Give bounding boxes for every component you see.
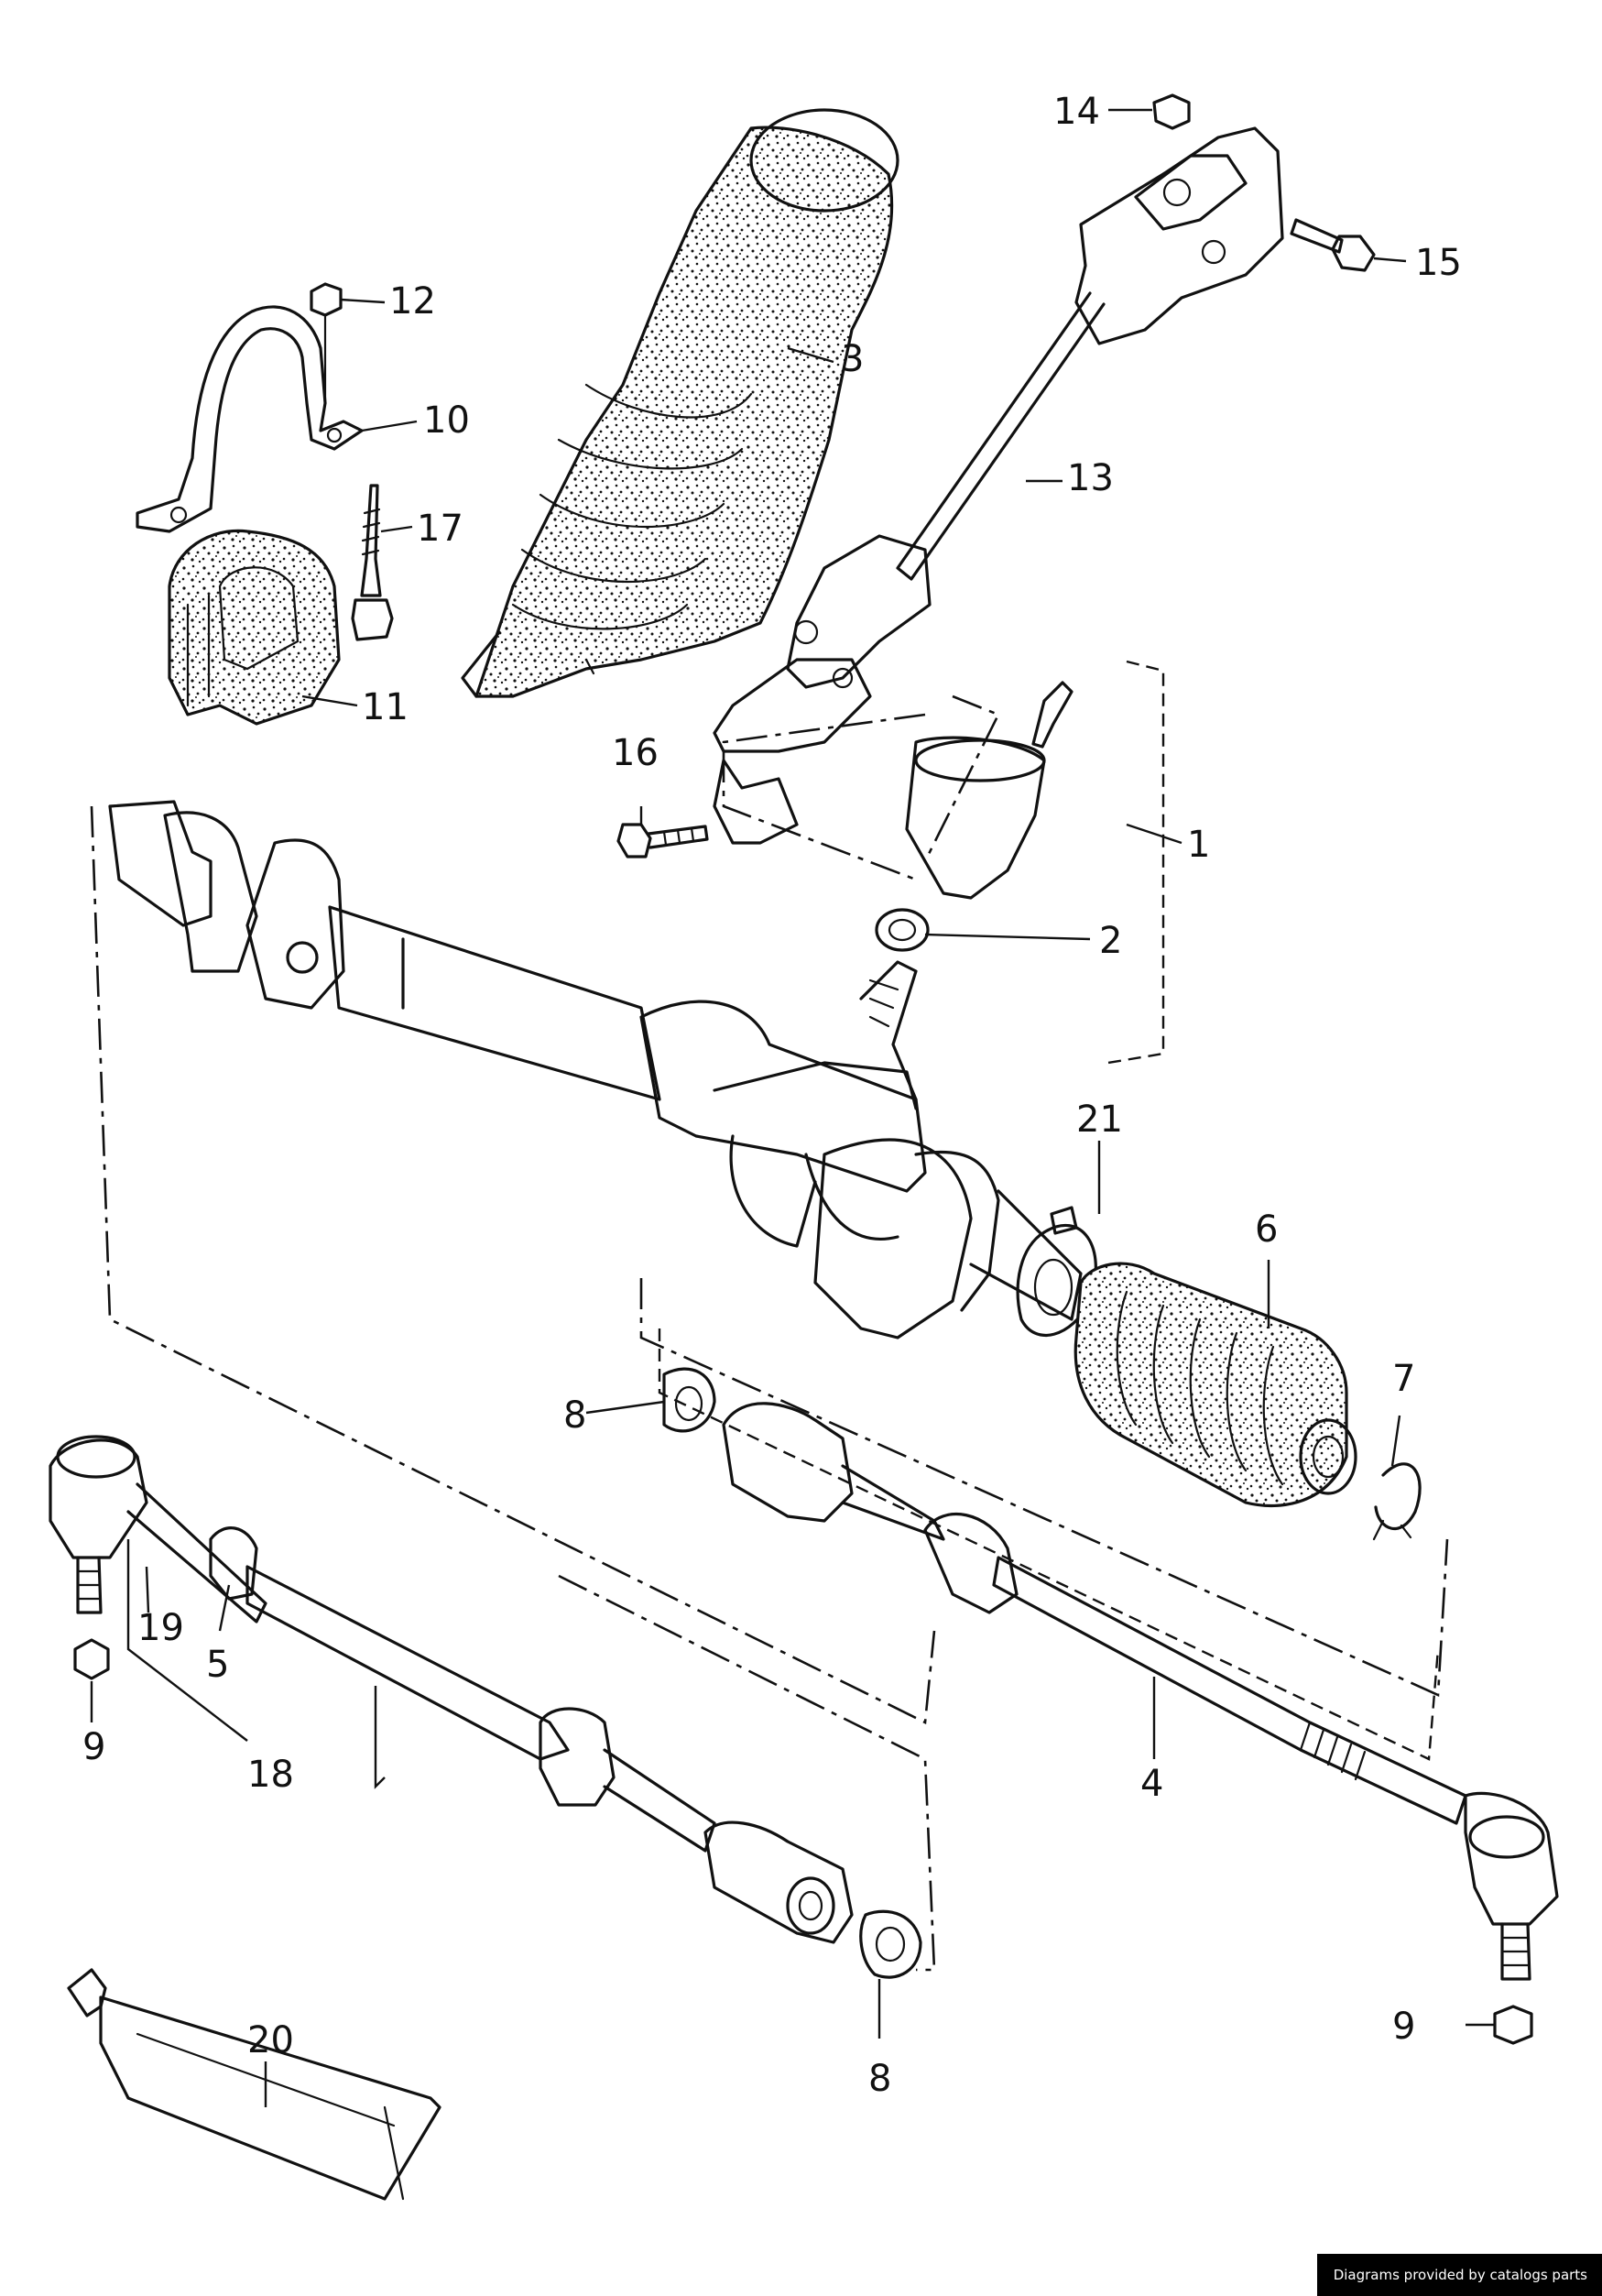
tie-rod-assembly-part-18 xyxy=(49,1435,854,1944)
valve-housing-part-1 xyxy=(905,681,1073,900)
credit-banner: Diagrams provided by catalogs parts xyxy=(1316,2254,1602,2296)
bushing-part-11 xyxy=(168,529,341,726)
label-7: 7 xyxy=(1392,1358,1415,1400)
label-20: 20 xyxy=(247,2019,294,2061)
label-8-upper: 8 xyxy=(563,1394,586,1437)
label-11: 11 xyxy=(362,686,409,728)
label-10: 10 xyxy=(423,399,470,442)
label-18: 18 xyxy=(247,1754,294,1796)
tie-rod-part-4 xyxy=(722,1402,1559,1981)
clamp-part-10 xyxy=(136,305,364,533)
label-14: 14 xyxy=(1053,91,1100,133)
label-3: 3 xyxy=(841,338,864,380)
label-2: 2 xyxy=(1099,920,1122,962)
label-8-lower: 8 xyxy=(868,2058,891,2100)
nut-part-14 xyxy=(1152,93,1191,130)
stud-bolt-part-17 xyxy=(351,484,394,641)
lock-nut-part-8-lower xyxy=(859,1909,922,1979)
steering-shaft-part-13 xyxy=(713,126,1284,845)
grease-tube-part-20 xyxy=(67,1968,441,2201)
label-9-left: 9 xyxy=(82,1726,105,1768)
label-21: 21 xyxy=(1076,1099,1123,1141)
label-19: 19 xyxy=(137,1607,184,1649)
nut-part-9-left xyxy=(73,1638,110,1680)
assembly-boundary-lines xyxy=(90,660,1449,1972)
bolt-part-15 xyxy=(1290,218,1376,272)
leader-lines xyxy=(90,108,1495,2107)
rack-boot-part-6 xyxy=(1073,1262,1357,1508)
clamp-ring-part-21 xyxy=(1016,1206,1097,1337)
nut-part-12 xyxy=(310,282,343,405)
nut-part-9-right xyxy=(1493,2005,1533,2045)
boot-part-3 xyxy=(461,108,899,698)
label-17: 17 xyxy=(417,508,463,550)
label-16: 16 xyxy=(612,732,659,774)
label-1: 1 xyxy=(1187,824,1210,866)
label-9-right: 9 xyxy=(1392,2006,1415,2048)
label-6: 6 xyxy=(1255,1208,1278,1251)
label-4: 4 xyxy=(1140,1763,1163,1805)
label-15: 15 xyxy=(1415,242,1462,284)
label-13: 13 xyxy=(1067,457,1114,499)
circlip-part-7 xyxy=(1372,1462,1422,1541)
label-12: 12 xyxy=(389,280,436,323)
lock-nut-part-8-upper xyxy=(662,1367,716,1433)
bolt-part-16 xyxy=(616,823,709,858)
part-number-labels: 14 15 12 3 10 13 17 11 16 1 2 21 6 7 8 1… xyxy=(82,91,1462,2100)
seal-part-2 xyxy=(875,908,930,952)
steering-rack-main xyxy=(108,800,1083,1339)
label-5: 5 xyxy=(206,1644,229,1686)
